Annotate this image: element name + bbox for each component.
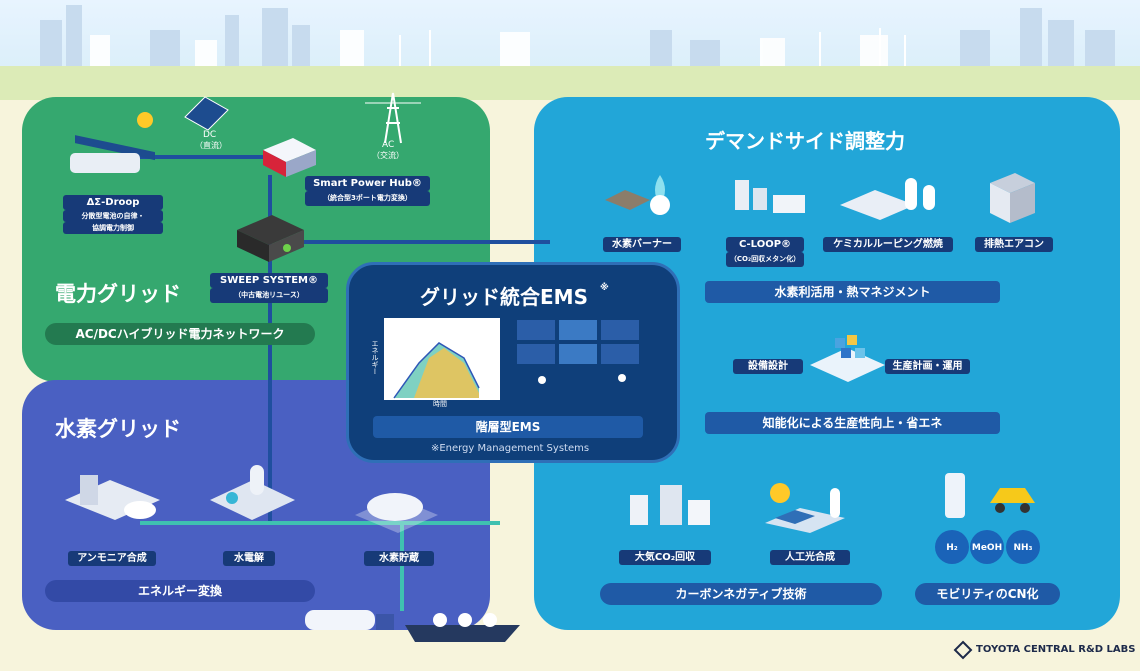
ammonia-plant-icon	[65, 475, 160, 520]
vertical-grid-line	[268, 175, 272, 525]
hydrogen-tank-icon	[355, 493, 438, 533]
energy-curve-chart	[384, 318, 500, 400]
power-grid-subtitle: AC/DCハイブリッド電力ネットワーク	[45, 323, 315, 345]
solar-panel-icon	[184, 96, 229, 131]
meoh-drop-label: MeOH	[971, 543, 1003, 553]
nh3-drop	[1006, 530, 1040, 564]
hydrogen-grid-subtitle: エネルギー変換	[45, 580, 315, 602]
power-tower-icon	[365, 92, 421, 144]
carport-solar-icon	[70, 112, 155, 173]
h2-utilization-label: 水素利活用・熱マネジメント	[705, 281, 1000, 303]
ems-title-mark: ※	[600, 283, 609, 293]
dac-plant-icon	[630, 485, 710, 525]
dac-label: 大気CO₂回収	[619, 550, 711, 565]
meoh-drop	[970, 530, 1004, 564]
storage-label: 水素貯蔵	[364, 551, 434, 566]
city-skyline	[0, 5, 1140, 100]
nh3-drop-label: NH₃	[1013, 543, 1033, 553]
cloop-label: C-LOOP®	[726, 237, 804, 252]
smart-factory-icon	[810, 335, 885, 382]
mobility-label: モビリティのCN化	[915, 583, 1060, 605]
hydrogen-grid-title: 水素グリッド	[55, 417, 181, 441]
smart-power-hub-label: Smart Power Hub®	[305, 176, 430, 191]
carbon-negative-label: カーボンネガティブ技術	[600, 583, 882, 605]
ac-sub-label: （交流）	[372, 151, 404, 160]
ammonia-label: アンモニア合成	[68, 551, 156, 566]
droop-sub2: 協調電力制御	[63, 222, 163, 234]
ems-note: ※Energy Management Systems	[430, 443, 590, 454]
plan-label: 生産計画・運用	[885, 359, 970, 374]
hydrogen-transport-icon	[305, 610, 520, 642]
burner-label: 水素バーナー	[603, 237, 681, 252]
org-name: TOYOTA CENTRAL R&D LABS	[976, 644, 1136, 655]
cloop-sub: （CO₂回収メタン化）	[726, 252, 804, 267]
droop-label: ΔΣ-Droop	[63, 195, 163, 210]
power-grid-title: 電力グリッド	[55, 282, 181, 306]
design-label: 設備設計	[733, 359, 803, 374]
cloop-plant-icon	[735, 180, 805, 213]
photosynthesis-label: 人工光合成	[770, 550, 850, 565]
hydrogen-pipe	[140, 521, 500, 525]
ac-label: AC	[382, 140, 395, 150]
chemical-looping-icon	[840, 178, 935, 220]
droop-sub1: 分散型電池の自律・	[63, 210, 163, 222]
electrolysis-icon	[210, 465, 295, 520]
aircon-label: 排熱エアコン	[975, 237, 1053, 252]
fuel-station-car-icon	[945, 473, 1035, 518]
control-room-icon	[517, 320, 639, 384]
artificial-photosynthesis-icon	[765, 483, 845, 533]
hydrogen-burner-icon	[605, 175, 670, 215]
h2-drop-label: H₂	[946, 543, 958, 553]
power-demand-line	[290, 240, 550, 244]
sweep-label: SWEEP SYSTEM®	[210, 273, 328, 288]
hierarchical-ems-label: 階層型EMS	[373, 416, 643, 438]
ems-axis-x: 時間	[433, 400, 447, 408]
battery-reuse-icon	[237, 215, 304, 262]
smart-production-label: 知能化による生産性向上・省エネ	[705, 412, 1000, 434]
smart-power-hub-icon	[263, 138, 316, 177]
hydrogen-pipe-down	[400, 521, 404, 611]
ems-axis-y: エネルギー	[371, 340, 379, 375]
dc-label: DC	[203, 130, 217, 140]
electrolysis-label: 水電解	[223, 551, 275, 566]
chemical-label: ケミカルルーピング燃焼	[823, 237, 953, 252]
exhaust-heat-aircon-icon	[990, 173, 1035, 223]
demand-title: デマンドサイド調整力	[705, 129, 905, 153]
smart-power-hub-sub: （統合型3ポート電力変換）	[305, 191, 430, 206]
ems-title: グリッド統合EMS	[420, 285, 588, 309]
toyota-labs-logo-icon	[953, 640, 973, 660]
h2-drop	[935, 530, 969, 564]
dc-line	[80, 155, 280, 159]
dc-sub-label: （直流）	[195, 141, 227, 150]
sweep-sub: （中古電池リユース）	[210, 288, 328, 303]
